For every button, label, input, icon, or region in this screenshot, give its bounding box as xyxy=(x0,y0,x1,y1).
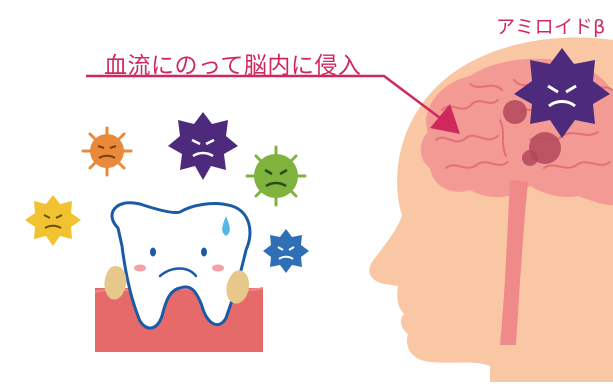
germ-green-icon xyxy=(245,145,307,207)
germ-purple-icon xyxy=(168,112,238,180)
arrow-icon xyxy=(86,74,460,134)
germ-orange-icon xyxy=(81,126,133,177)
invasion-caption: 血流にのって脳内に侵入 xyxy=(104,53,362,79)
germ-blue-icon xyxy=(263,229,309,273)
amyloid-caption: アミロイドβ xyxy=(496,16,606,38)
germ-purple-large-icon xyxy=(514,48,610,138)
germ-yellow-icon xyxy=(25,195,81,246)
tooth-icon xyxy=(104,201,252,330)
